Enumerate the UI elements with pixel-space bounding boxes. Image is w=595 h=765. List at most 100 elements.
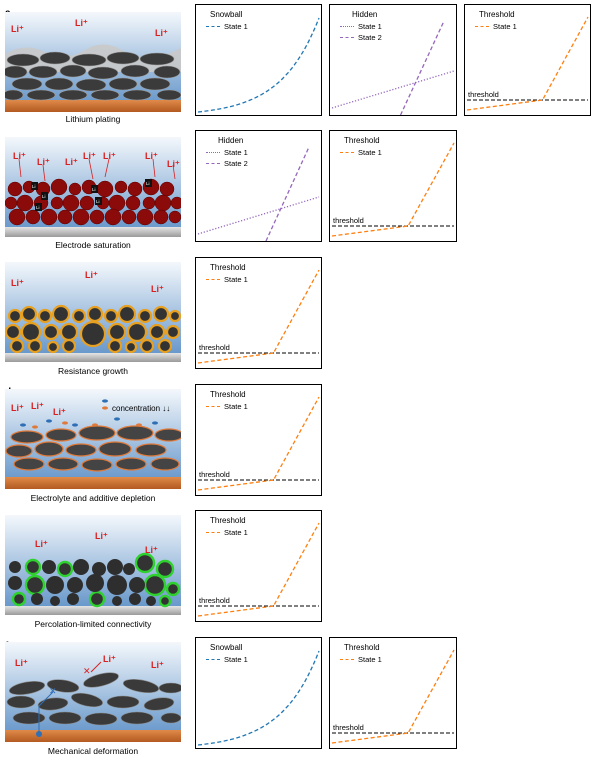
hidden-state-2-line	[399, 20, 445, 115]
legend-swatch	[206, 26, 220, 27]
li-ion-label: Li⁺	[35, 539, 48, 549]
legend-swatch	[206, 532, 220, 533]
li-ion-label: Li⁺	[145, 545, 158, 555]
scene-electrolyte-depletion: concentration ↓↓ Li⁺ Li⁺ Li⁺	[5, 389, 181, 489]
plot-canvas	[197, 146, 320, 241]
caption-resistance-growth: Resistance growth	[58, 366, 128, 376]
li-ion-label: Li⁺	[75, 18, 88, 28]
plot-canvas	[197, 396, 320, 491]
legend-label: State 1	[224, 148, 248, 157]
blocked-path-x-icon: ✕	[83, 666, 91, 676]
legend-swatch	[206, 659, 220, 660]
plot-canvas	[197, 17, 320, 113]
plot-title: Threshold	[210, 263, 246, 272]
legend-swatch	[340, 659, 354, 660]
concentration-legend: concentration ↓↓	[112, 404, 170, 413]
li-atom-label: Li	[36, 205, 40, 210]
legend-state-1: State 1	[475, 22, 517, 31]
li-atom-label: Li	[146, 181, 150, 186]
li-ion-label: Li⁺	[145, 151, 158, 161]
plot-title: Hidden	[218, 136, 244, 145]
scene-mechanical-deformation: ✕ ✕ Li⁺ Li⁺ Li⁺	[5, 642, 181, 742]
li-ion-label: Li⁺	[31, 401, 44, 411]
li-ion-label: Li⁺	[151, 284, 164, 294]
legend-label: State 1	[224, 22, 248, 31]
threshold-label: threshold	[468, 90, 499, 99]
li-ion-label: Li⁺	[11, 403, 24, 413]
li-ion-label: Li⁺	[85, 270, 98, 280]
li-ion-label: Li⁺	[155, 28, 168, 38]
plot-canvas	[466, 16, 589, 111]
threshold-label: threshold	[199, 596, 230, 605]
li-ion-label: Li⁺	[103, 654, 116, 664]
electron-icon	[36, 731, 42, 737]
hidden-state-1-line	[197, 196, 320, 235]
legend-swatch	[340, 152, 354, 153]
legend-label: State 1	[224, 655, 248, 664]
li-ion-label: Li⁺	[15, 658, 28, 668]
threshold-state-1-curve	[331, 649, 455, 744]
legend-state-1: State 1	[206, 655, 248, 664]
legend-label: State 1	[358, 22, 382, 31]
snowball-curve	[197, 650, 320, 746]
li-ion-label: Li⁺	[37, 157, 50, 167]
li-ion-label: Li⁺	[151, 660, 164, 670]
threshold-state-1-curve	[331, 142, 455, 237]
broken-path-x-icon: ✕	[49, 686, 57, 696]
legend-swatch	[206, 163, 220, 164]
plot-title: Threshold	[479, 10, 515, 19]
li-ion-label: Li⁺	[11, 24, 24, 34]
plot-title: Snowball	[210, 10, 243, 19]
plot-canvas	[331, 142, 455, 237]
legend-state-1: State 1	[340, 148, 382, 157]
legend-label: State 1	[358, 655, 382, 664]
plot-title: Threshold	[210, 516, 246, 525]
legend-state-1: State 1	[206, 402, 248, 411]
legend-state-1: State 1	[206, 148, 248, 157]
caption-electrode-saturation: Electrode saturation	[55, 240, 131, 250]
plot-title: Snowball	[210, 643, 243, 652]
li-ion-label: Li⁺	[13, 151, 26, 161]
li-ion-label: Li⁺	[103, 151, 116, 161]
li-ion-label: Li⁺	[65, 157, 78, 167]
scene-resistance-growth: Li⁺ Li⁺ Li⁺	[5, 262, 181, 362]
legend-label: State 2	[358, 33, 382, 42]
li-atom-label: Li	[96, 199, 100, 204]
plot-canvas	[197, 522, 320, 617]
legend-state-1: State 1	[206, 275, 248, 284]
scene-percolation: Li⁺ Li⁺ Li⁺	[5, 515, 181, 615]
legend-swatch	[206, 152, 220, 153]
legend-label: State 1	[224, 528, 248, 537]
plot-title: Threshold	[344, 136, 380, 145]
legend-state-1: State 1	[340, 655, 382, 664]
li-atom-label: Li	[92, 187, 96, 192]
caption-electrolyte-depletion: Electrolyte and additive depletion	[30, 493, 156, 503]
plot-canvas	[331, 649, 455, 744]
caption-mechanical-deformation: Mechanical deformation	[47, 746, 139, 756]
legend-label: State 1	[224, 402, 248, 411]
snowball-curve	[197, 17, 320, 113]
plot-canvas	[197, 650, 320, 746]
legend-state-1: State 1	[206, 22, 248, 31]
legend-swatch	[340, 37, 354, 38]
li-atom-label: Li	[42, 194, 46, 199]
plot-title: Threshold	[344, 643, 380, 652]
threshold-state-1-curve	[197, 396, 320, 491]
legend-swatch	[475, 26, 489, 27]
li-atom-label: Li	[32, 184, 36, 189]
legend-swatch	[206, 406, 220, 407]
legend-label: State 1	[224, 275, 248, 284]
caption-lithium-plating: Lithium plating	[65, 114, 121, 124]
li-ion-label: Li⁺	[83, 151, 96, 161]
li-ion-label: Li⁺	[11, 278, 24, 288]
legend-label: State 1	[358, 148, 382, 157]
